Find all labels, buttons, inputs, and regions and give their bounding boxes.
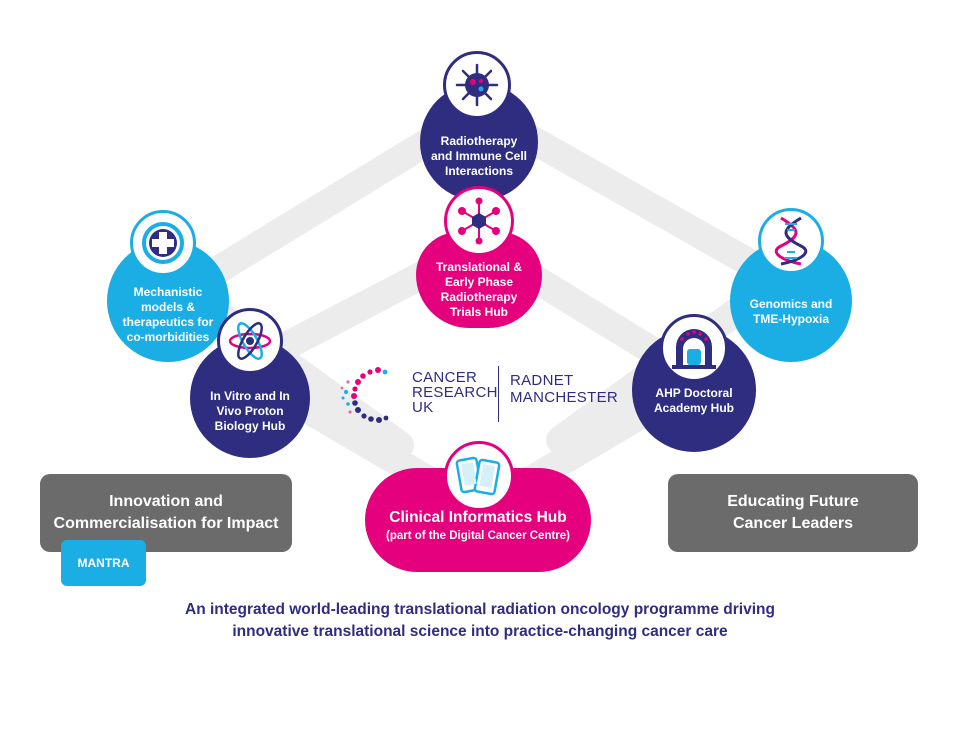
logo-cancer: CANCER	[412, 369, 478, 386]
logo-divider	[498, 366, 499, 422]
caption-line-1: An integrated world-leading translationa…	[185, 601, 775, 618]
box-innovation-label: Innovation and Commercialisation for Imp…	[53, 493, 279, 532]
box-educating-leaders: Educating Future Cancer Leaders	[668, 474, 918, 552]
logo-research: RESEARCH	[412, 384, 498, 401]
crukc-dots-icon	[340, 367, 389, 423]
medical-cross-icon	[130, 210, 196, 276]
logo-radnet: RADNET	[510, 372, 574, 389]
hub-clinical-informatics-subtitle: (part of the Digital Cancer Centre)	[385, 530, 571, 542]
hub-clinical-informatics-title: Clinical Informatics Hub	[389, 509, 567, 526]
tablets-icon	[444, 441, 514, 511]
dna-icon	[758, 208, 824, 274]
cancer-research-uk-logo: CANCER RESEARCH UK	[338, 358, 498, 430]
radnet-manchester-logo: RADNET MANCHESTER	[510, 372, 618, 406]
caption-line-2: innovative translational science into pr…	[232, 623, 728, 640]
hub-proton-biology-label: In Vitro and In Vivo Proton Biology Hub	[210, 388, 290, 433]
hub-mechanistic-models: Mechanistic models & therapeutics for co…	[107, 240, 229, 362]
mantra-badge-label: MANTRA	[77, 556, 130, 570]
hub-genomics-label: Genomics and TME-Hypoxia	[749, 297, 833, 326]
virus-icon	[443, 51, 511, 119]
hub-radiotherapy-immune-label: Radiotherapy and Immune Cell Interaction…	[430, 133, 528, 178]
box-educating-label: Educating Future Cancer Leaders	[727, 493, 859, 532]
hub-mechanistic-models-label: Mechanistic models & therapeutics for co…	[122, 285, 214, 344]
hub-translational-trials-label: Translational & Early Phase Radiotherapy…	[435, 260, 523, 319]
caption: An integrated world-leading translationa…	[0, 599, 960, 643]
hub-ahp-doctoral-label: AHP Doctoral Academy Hub	[653, 386, 735, 415]
mantra-badge: MANTRA	[61, 540, 146, 586]
box-innovation-commercialisation: Innovation and Commercialisation for Imp…	[40, 474, 292, 552]
atom-icon	[217, 308, 283, 374]
molecule-network-icon	[444, 186, 514, 256]
logo-uk: UK	[412, 399, 434, 416]
logo-manchester: MANCHESTER	[510, 389, 619, 406]
scanner-icon	[660, 314, 728, 382]
